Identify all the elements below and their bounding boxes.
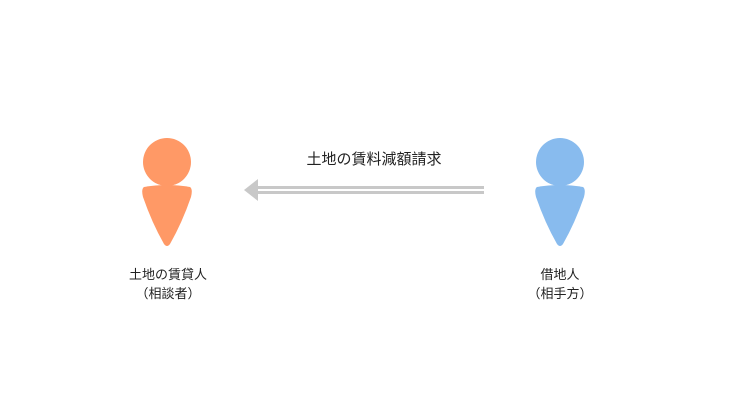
- lessee-name: 借地人: [540, 268, 580, 283]
- arrow-label: 土地の賃料減額請求: [306, 150, 442, 168]
- lessor-role: （相談者）: [135, 287, 201, 302]
- left-arrow-icon: [244, 178, 486, 202]
- lessee-role: （相手方）: [527, 287, 593, 302]
- lessor-person-icon: [140, 137, 196, 247]
- lessee-label: 借地人 （相手方）: [480, 266, 640, 304]
- lessee-person-icon: [533, 137, 589, 247]
- lessor-name: 土地の賃貸人: [128, 268, 207, 283]
- lessor-label: 土地の賃貸人 （相談者）: [88, 266, 248, 304]
